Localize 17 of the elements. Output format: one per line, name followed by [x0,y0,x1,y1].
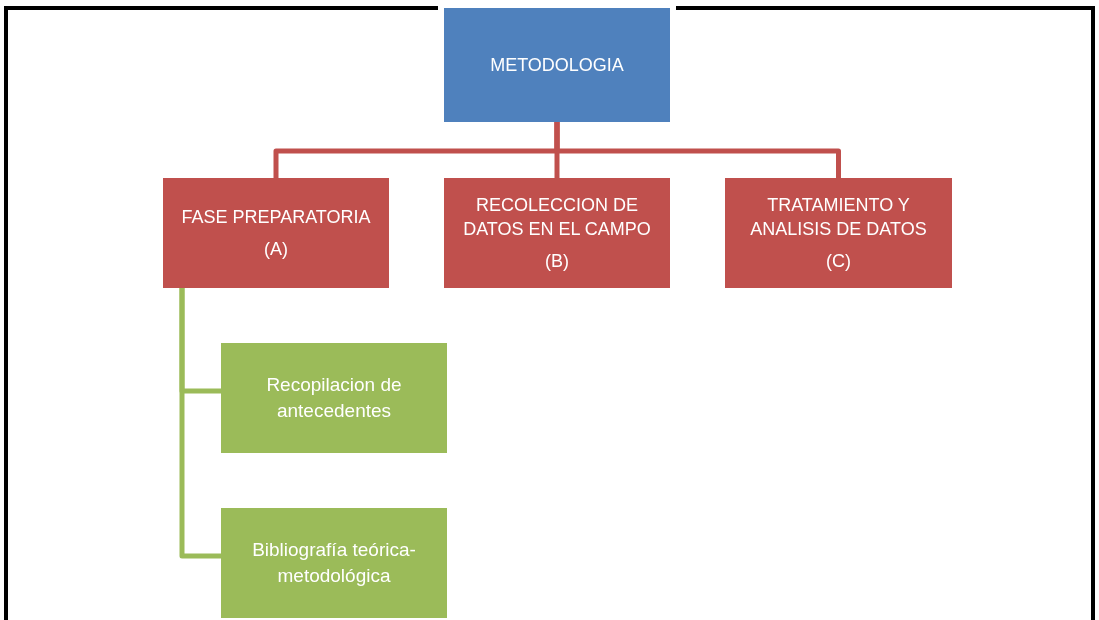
phase-box [163,178,389,288]
box-code: (B) [545,250,569,273]
box-title: METODOLOGIA [490,54,624,77]
box-title: TRATAMIENTO Y ANALISIS DE DATOS [749,194,928,241]
root-box [444,8,670,122]
box-title: Bibliografía teórica-metodológica [251,538,417,588]
box-code: (C) [826,250,851,273]
connector-line [179,288,221,559]
box-title: Recopilacion de antecedentes [265,373,403,423]
box-code: (A) [264,238,288,261]
box-title: RECOLECCION DE DATOS EN EL CAMPO [462,194,652,241]
phase-box [725,178,952,288]
connector-line [554,122,841,178]
phase-box [444,178,670,288]
box-title: FASE PREPARATORIA [181,206,371,229]
task-box [221,508,447,618]
task-box [221,343,447,453]
